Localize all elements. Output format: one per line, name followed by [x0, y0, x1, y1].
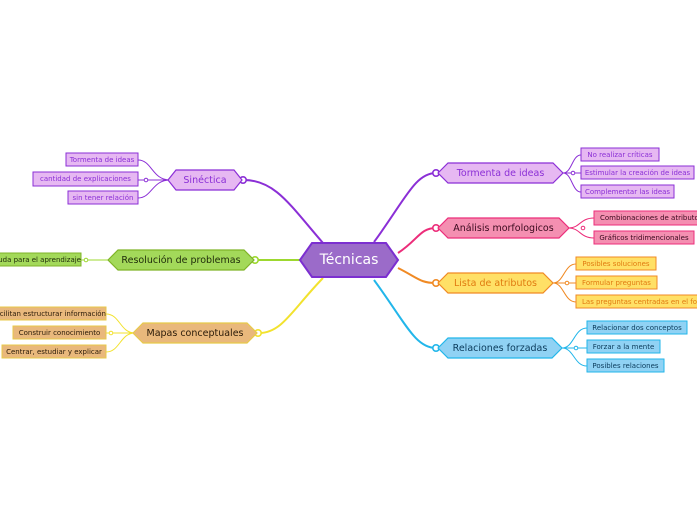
- atributos-topic-label[interactable]: Lista de atributos: [454, 277, 537, 289]
- center-topic-label[interactable]: Técnicas: [319, 252, 379, 268]
- tormenta-node-shape[interactable]: [437, 162, 564, 184]
- analisis-topic-label[interactable]: Análisis morfologicos: [453, 222, 554, 234]
- mapas-topic-label[interactable]: Mapas conceptuales: [146, 327, 244, 339]
- tormenta-topic-label[interactable]: Tormenta de ideas: [456, 167, 545, 179]
- resolucion-topic-label[interactable]: Resolución de problemas: [121, 254, 241, 266]
- analisis-leaf-2[interactable]: Gráficos tridimencionales: [599, 233, 689, 242]
- connector-atributos: [397, 267, 437, 284]
- relaciones-topic-label[interactable]: Relaciones forzadas: [452, 342, 548, 354]
- atributos-leaf-2[interactable]: Formular preguntas: [582, 278, 651, 287]
- atributos-leaf-1[interactable]: Posibles soluciones: [582, 259, 650, 268]
- connector-analisis: [397, 227, 437, 254]
- relaciones-node-shape[interactable]: [437, 337, 563, 359]
- tormenta-leaf-3[interactable]: Complementar las ideas: [584, 187, 671, 196]
- sinectica-leaf-2[interactable]: cantidad de explicaciones: [40, 175, 131, 183]
- relaciones-leaf-2[interactable]: Forzar a la mente: [592, 342, 655, 351]
- connector-sinectica: [243, 179, 324, 244]
- relaciones-leaf-1[interactable]: Relacionar dos conceptos: [592, 323, 682, 332]
- analisis-leaf-1[interactable]: Combionaciones de atributos: [600, 214, 697, 222]
- leaf-boxes: [0, 147, 697, 373]
- sinectica-node-shape[interactable]: [167, 169, 243, 191]
- resolucion-node-shape[interactable]: [107, 249, 255, 271]
- center-node-shape[interactable]: [298, 242, 400, 278]
- atributos-leaf-3[interactable]: Las preguntas centradas en el foco: [582, 297, 697, 306]
- tormenta-leaf-2[interactable]: Estimular la creación de ideas: [584, 168, 691, 177]
- connector-relaciones: [373, 279, 437, 349]
- tormenta-leaf-1[interactable]: No realizar críticas: [587, 150, 653, 159]
- resolucion-leaf-1[interactable]: Ayuda para el aprendizaje: [0, 255, 81, 264]
- sinectica-leaf-3[interactable]: sin tener relación: [72, 193, 134, 202]
- relaciones-leaf-3[interactable]: Posibles relaciones: [592, 361, 659, 370]
- main-connectors: [243, 172, 437, 349]
- connector-tormenta: [373, 172, 437, 243]
- sinectica-leaf-1[interactable]: Tormenta de ideas: [69, 155, 135, 164]
- analisis-node-shape[interactable]: [437, 217, 570, 239]
- mapas-node-shape[interactable]: [132, 322, 258, 344]
- sinectica-topic-label[interactable]: Sinéctica: [183, 174, 227, 186]
- mapas-leaf-2[interactable]: Construir conocimiento: [18, 328, 101, 337]
- mapas-leaf-3[interactable]: Centrar, estudiar y explicar: [6, 347, 102, 356]
- mapas-leaf-1[interactable]: Facilitan estructurar información: [0, 309, 106, 318]
- connector-mapas: [258, 277, 324, 334]
- leaf-dots: [83, 170, 586, 351]
- atributos-node-shape[interactable]: [437, 272, 554, 294]
